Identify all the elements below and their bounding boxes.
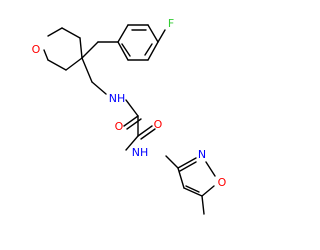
isoxazole-nitrogen-label: N [198,148,206,161]
pyran-oxygen-label: O [32,43,41,56]
molecule-structure: O F NH O O NH N O [32,17,227,215]
carbonyl-oxygen-label: O [115,120,124,133]
carbonyl-oxygen-label: O [154,118,163,131]
isoxazole-ring [177,157,216,215]
amide-nh-label: NH [109,92,126,105]
fluorine-label: F [168,17,174,30]
fluorophenyl-ring [81,24,166,61]
amide-nh-label: NH [132,146,149,159]
oxalamide-chain [81,57,179,169]
pyran-ring [43,27,83,71]
isoxazole-oxygen-label: O [218,176,227,189]
atom-labels: O F NH O O NH N O [32,17,227,189]
